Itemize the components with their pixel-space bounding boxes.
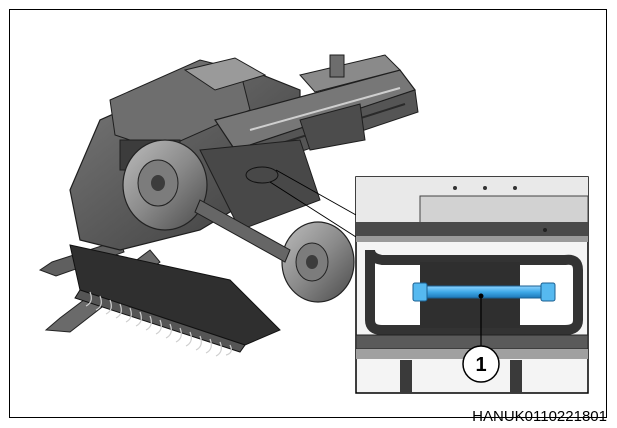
zoom-leader-line: [269, 181, 357, 238]
highlighted-pin: [412, 282, 556, 302]
figure-reference-code: HANUK0110221801: [472, 408, 607, 425]
detail-inset: 1: [355, 176, 589, 394]
baler-machine: [38, 54, 419, 357]
zoom-leader-line: [275, 169, 357, 216]
callout-number: 1: [475, 354, 486, 376]
callout-circle: 1: [462, 345, 500, 383]
